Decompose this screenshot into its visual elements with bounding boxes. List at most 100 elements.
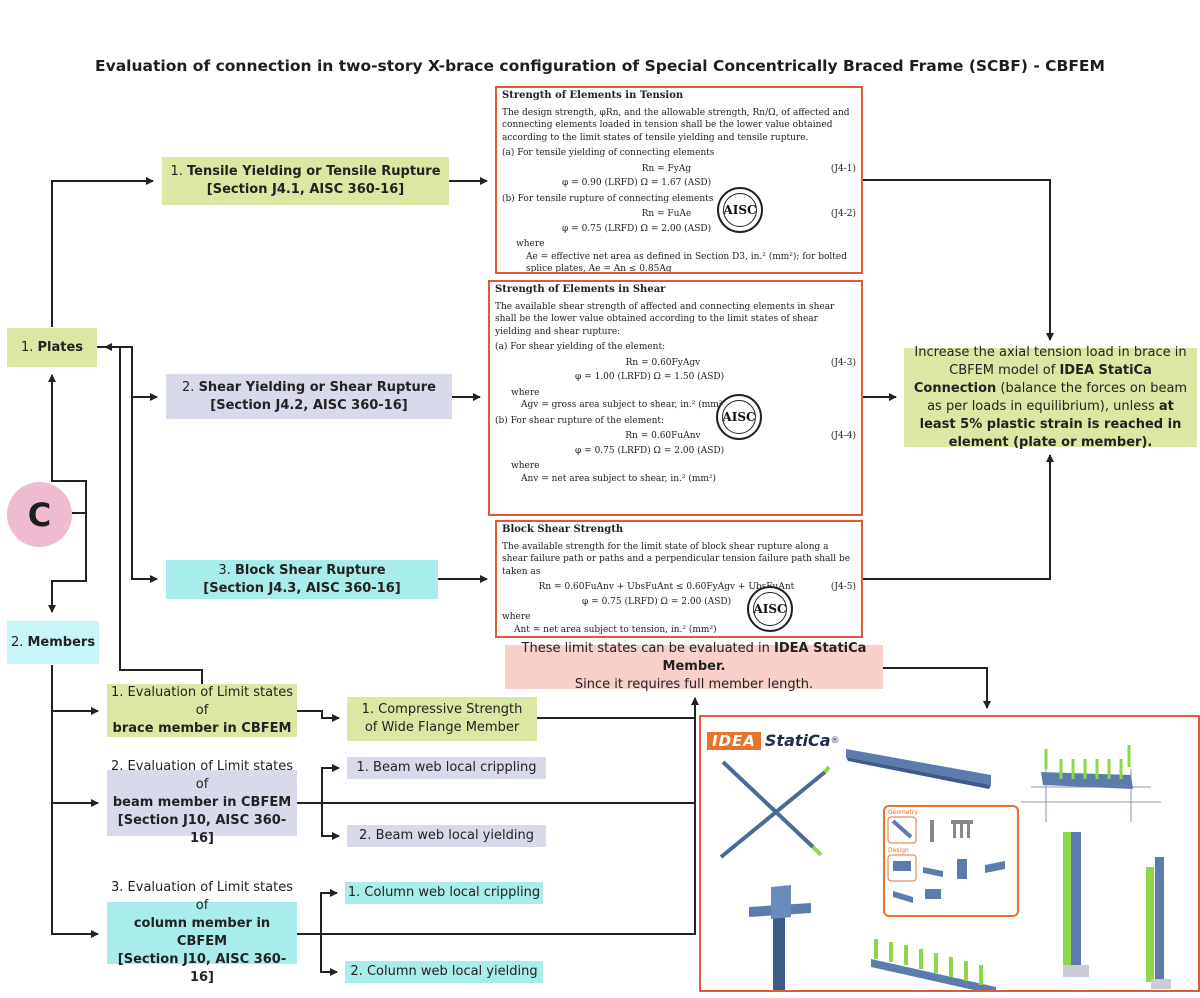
members-number: 2. (10, 634, 24, 650)
result-bold-2: at least 5% plastic strain is reached in… (919, 398, 1182, 450)
result-bold-1: IDEA StatiCa Connection (913, 362, 1152, 396)
block-shear-check-node: 3. Block Shear Rupture [Section J4.3, AI… (166, 560, 438, 599)
beam-eval-line2: beam member in CBFEM (112, 795, 292, 810)
doc-tension-eq1: Rn = FyAg (641, 163, 692, 174)
plates-label: Plates (37, 339, 84, 355)
note-text-2: Since it requires full member length. (574, 677, 814, 692)
column-eval-line2: column member in CBFEM (133, 916, 271, 949)
aisc-seal-1: AISC (717, 187, 763, 233)
beam-eval-line3: [Section J10, AISC 360-16] (117, 813, 287, 846)
doc-shear-where-2: where (511, 461, 540, 471)
doc-shear-eq1-no: (J4-3) (830, 357, 856, 368)
column-crippling-node: 1. Column web local crippling (345, 882, 543, 904)
shear-check-title: Shear Yielding or Shear Rupture (198, 379, 436, 395)
doc-shear-heading: Strength of Elements in Shear (495, 284, 666, 295)
tensile-check-prefix: 1. (170, 164, 187, 179)
x-brace-model (719, 760, 831, 859)
idea-statica-logo: IDEA StatiCa ® (707, 731, 840, 750)
doc-block-heading: Block Shear Strength (502, 524, 624, 535)
frame-model (1021, 769, 1161, 822)
aisc-seal-3: AISC (747, 586, 793, 632)
shear-check-prefix: 2. (182, 379, 199, 395)
block-shear-check-section: [Section J4.3, AISC 360-16] (203, 580, 401, 596)
brace-eval-node: 1. Evaluation of Limit states of brace m… (107, 684, 297, 737)
doc-shear-eq2: Rn = 0.60FuAnv (625, 431, 701, 441)
beam-eval-node: 2. Evaluation of Limit states of beam me… (107, 759, 297, 846)
app-inset-panel: Geometry Design (883, 805, 1019, 917)
doc-tension-b: (b) For tensile rupture of connecting el… (502, 193, 714, 204)
inset-icons (887, 816, 1005, 903)
doc-shear-definition-1: Agv = gross area subject to shear, in.² … (521, 400, 726, 410)
loaded-beam-model (871, 939, 996, 990)
doc-shear-b: (b) For shear rupture of the element: (495, 415, 665, 426)
plates-node: 1. Plates (7, 328, 97, 367)
logo-registered: ® (830, 735, 840, 746)
doc-block-definition: Ant = net area subject to tension, in.² … (514, 624, 717, 635)
column-yielding-node: 2. Column web local yielding (345, 961, 543, 983)
frame-loads (1044, 745, 1131, 779)
member-note: These limit states can be evaluated in I… (505, 641, 883, 692)
doc-tension-definition: Ae = effective net area as defined in Se… (526, 251, 848, 274)
doc-shear-definition-2: Anv = net area subject to shear, in.² (m… (521, 473, 717, 484)
shear-check-section: [Section J4.2, AISC 360-16] (210, 397, 408, 413)
inset-geometry-label: Geometry (888, 809, 918, 816)
block-shear-check-title: Block Shear Rupture (234, 562, 386, 578)
doc-block-intro: The available strength for the limit sta… (502, 541, 851, 577)
doc-tension-factors-1: φ = 0.90 (LRFD) Ω = 1.67 (ASD) (562, 178, 712, 188)
logo-idea: IDEA (707, 731, 761, 750)
block-shear-check-prefix: 3. (218, 562, 235, 578)
start-node: C (7, 482, 72, 547)
members-node: 2. Members (7, 621, 99, 664)
compressive-strength-node: 1. Compressive Strength of Wide Flange M… (347, 697, 537, 741)
doc-tension-a: (a) For tensile yielding of connecting e… (502, 148, 715, 158)
doc-tension-eq2-no: (J4-2) (830, 209, 856, 219)
diagram-title: Evaluation of connection in two-story X-… (95, 57, 1105, 75)
tensile-check-title: Tensile Yielding or Tensile Rupture (187, 164, 441, 179)
doc-block-eq-no: (J4-5) (830, 582, 856, 592)
column-model-1 (1063, 832, 1089, 977)
doc-shear-excerpt: Strength of Elements in Shear The availa… (488, 280, 863, 516)
plates-number: 1. (20, 339, 34, 355)
result-text-1: Increase the axial tension load in brace… (914, 344, 1187, 378)
doc-tension-factors-2: φ = 0.75 (LRFD) Ω = 2.00 (ASD) (562, 223, 712, 234)
note-bold: IDEA StatiCa Member. (662, 641, 867, 674)
doc-block-where: where (502, 612, 531, 622)
doc-block-eq: Rn = 0.60FuAnv + UbsFuAnt ≤ 0.60FyAgv + … (538, 582, 795, 592)
members-label: Members (27, 634, 96, 650)
beam-yielding-node: 2. Beam web local yielding (347, 825, 546, 847)
tensile-check-node: 1. Tensile Yielding or Tensile Rupture [… (162, 157, 449, 205)
brace-eval-line1: 1. Evaluation of Limit states of (111, 684, 293, 718)
doc-tension-heading: Strength of Elements in Tension (502, 90, 684, 101)
idea-statica-panel: IDEA StatiCa ® (699, 715, 1200, 992)
doc-tension-intro: The design strength, φRn, and the allowa… (502, 107, 850, 143)
doc-tension-eq1-no: (J4-1) (830, 163, 856, 174)
brace-eval-line2: brace member in CBFEM (112, 720, 292, 736)
doc-block-excerpt: Block Shear Strength The available stren… (495, 520, 863, 638)
aisc-seal-2: AISC (716, 394, 762, 440)
shear-check-node: 2. Shear Yielding or Shear Rupture [Sect… (166, 374, 452, 419)
doc-shear-factors-1: φ = 1.00 (LRFD) Ω = 1.50 (ASD) (575, 372, 725, 382)
doc-tension-excerpt: Strength of Elements in Tension The desi… (495, 86, 863, 274)
note-text-1: These limit states can be evaluated in (521, 641, 774, 656)
doc-shear-where-1: where (511, 387, 540, 398)
column-model-2 (1146, 857, 1171, 989)
beam-crippling-node: 1. Beam web local crippling (347, 757, 546, 779)
doc-tension-where: where (516, 239, 545, 249)
beam-eval-line1: 2. Evaluation of Limit states of (111, 759, 293, 792)
logo-statica: StatiCa (764, 731, 831, 750)
inset-design-label: Design (888, 847, 909, 854)
member-models-illustration (719, 745, 1171, 990)
result-node: Increase the axial tension load in brace… (904, 344, 1197, 450)
tensile-check-section: [Section J4.1, AISC 360-16] (206, 182, 405, 197)
doc-shear-factors-2: φ = 0.75 (LRFD) Ω = 2.00 (ASD) (575, 445, 725, 456)
doc-tension-eq2: Rn = FuAe (641, 209, 692, 219)
result-text-2: (balance the forces on beam as per loads… (927, 380, 1188, 414)
doc-shear-eq1: Rn = 0.60FyAgv (625, 357, 701, 368)
doc-shear-intro: The available shear strength of affected… (495, 301, 835, 337)
column-joint-model (749, 885, 811, 990)
doc-shear-a: (a) For shear yielding of the element: (495, 342, 666, 352)
column-eval-node: 3. Evaluation of Limit states of column … (107, 880, 297, 985)
doc-shear-eq2-no: (J4-4) (830, 431, 856, 441)
doc-block-factors: φ = 0.75 (LRFD) Ω = 2.00 (ASD) (582, 596, 732, 607)
